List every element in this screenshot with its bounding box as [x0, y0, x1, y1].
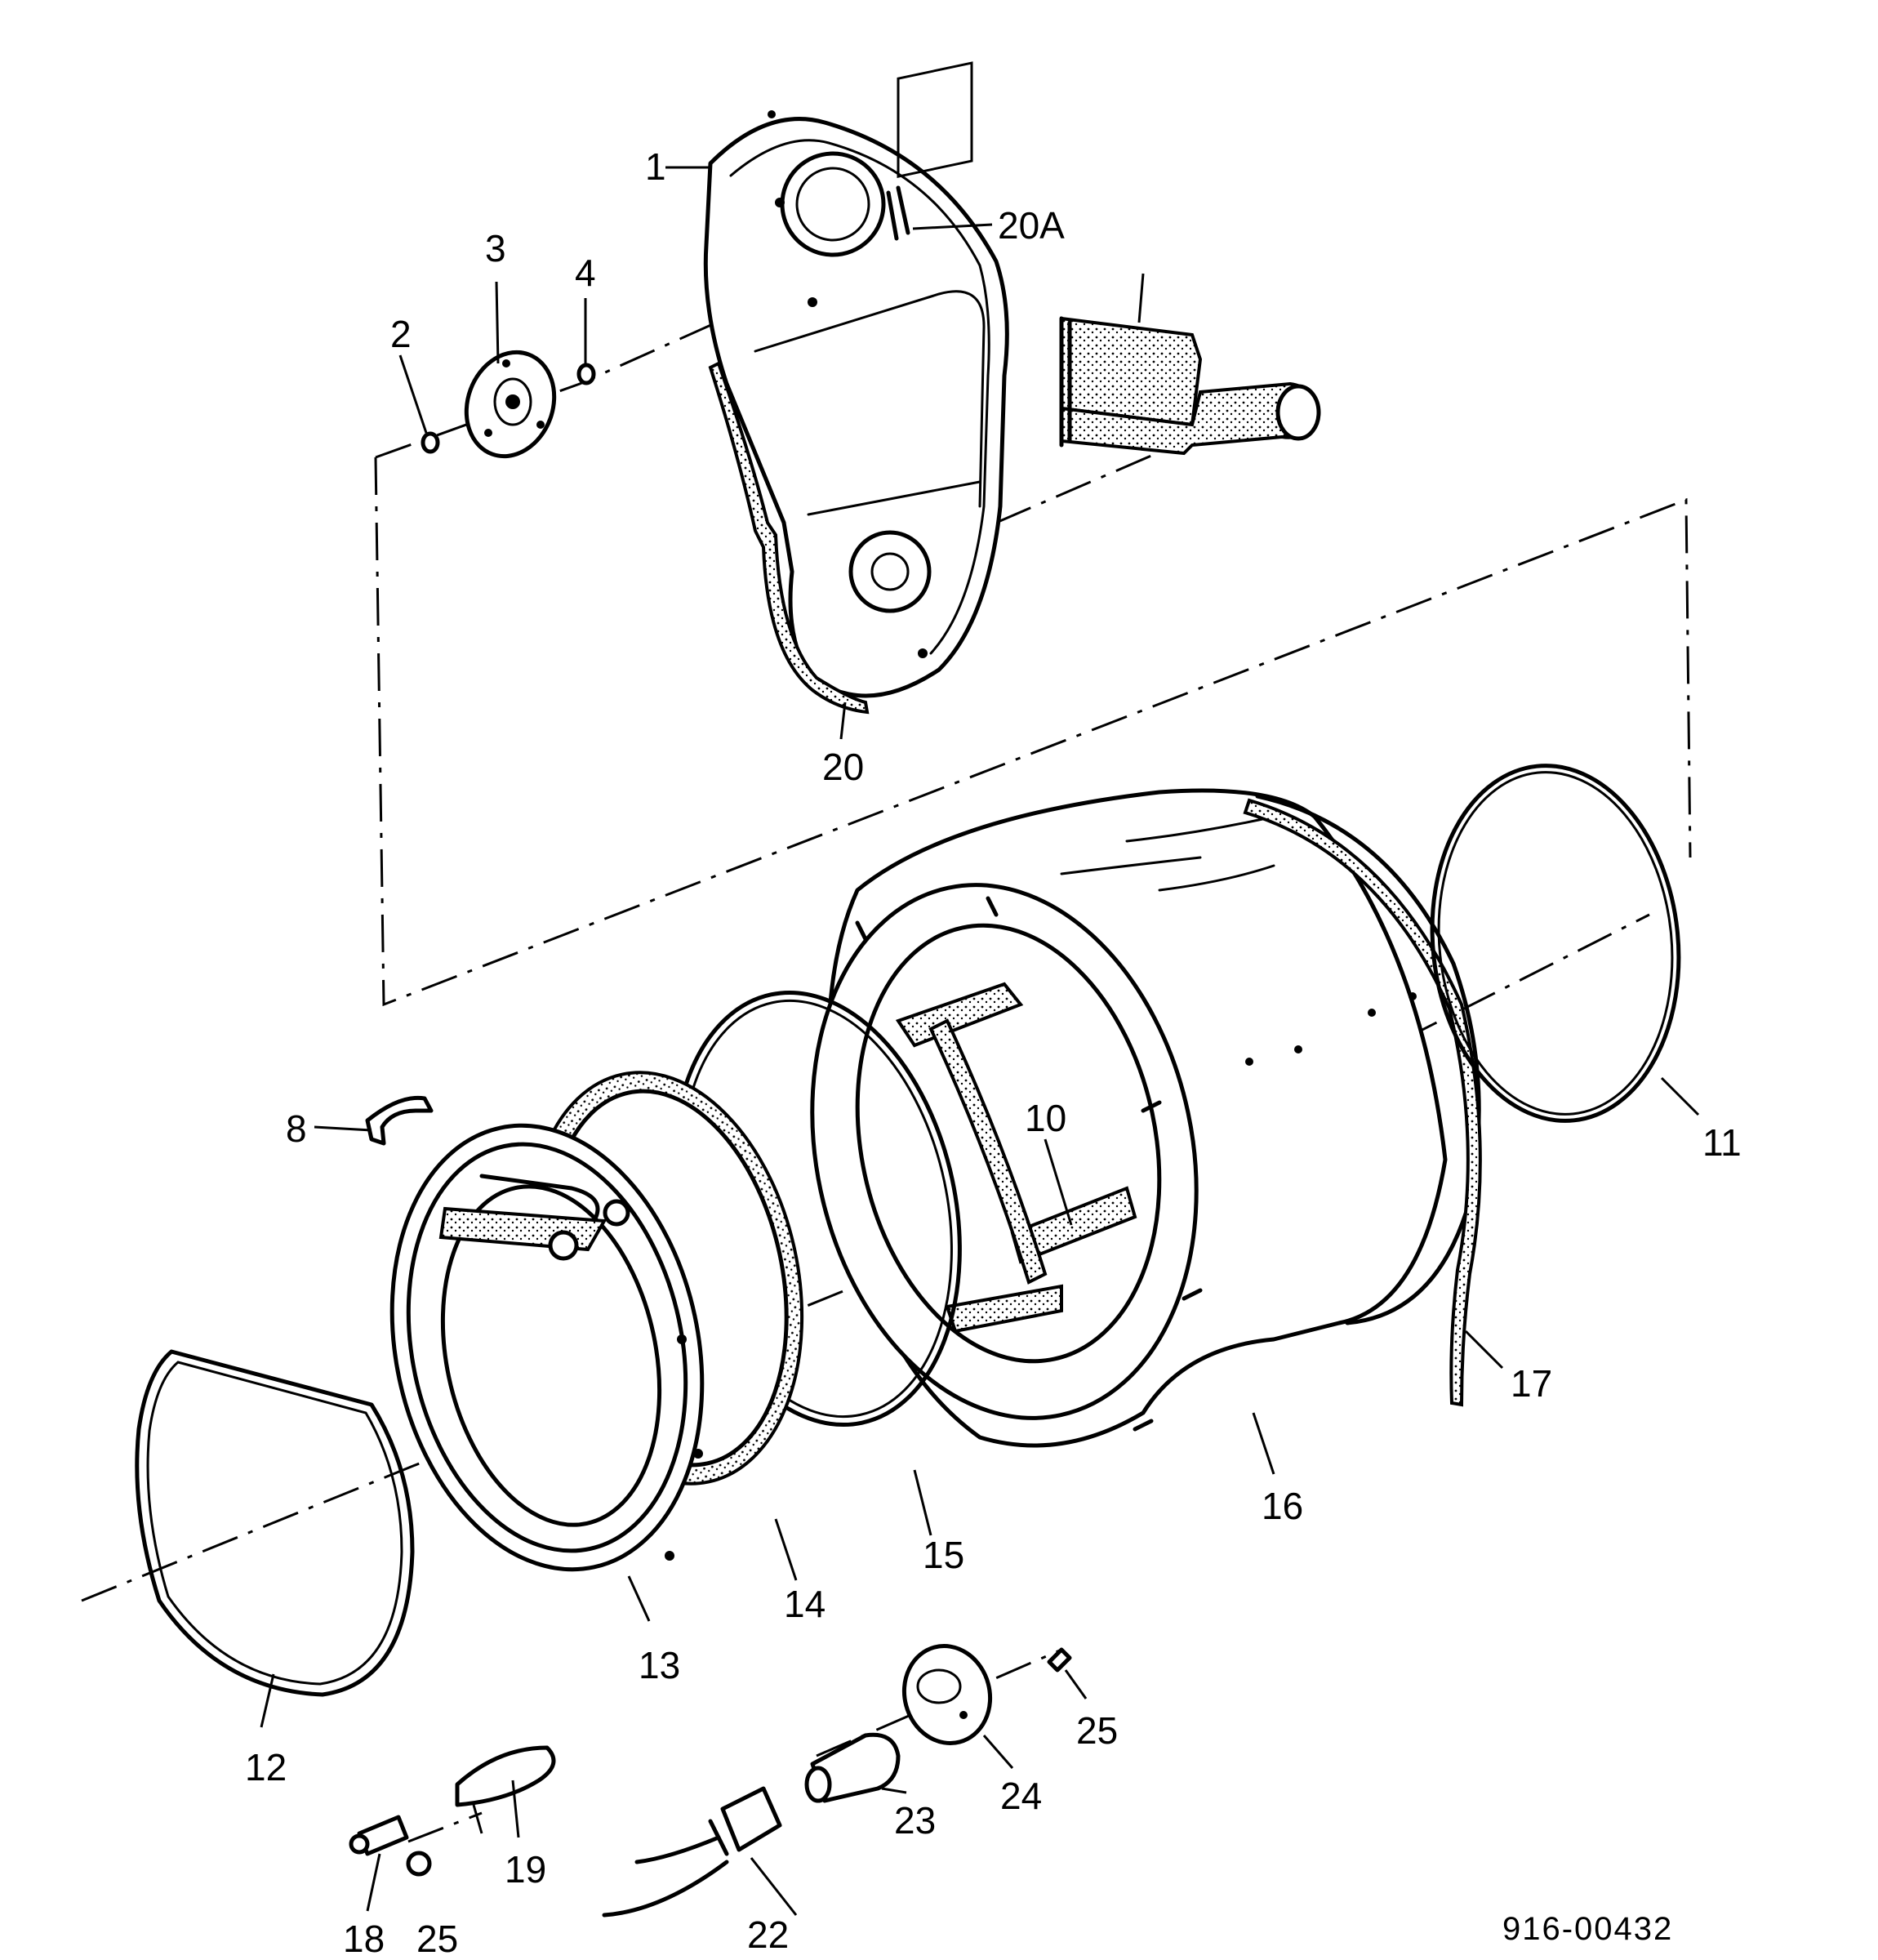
connector-22 — [602, 1786, 782, 1918]
label-part-10: 10 — [1025, 1097, 1066, 1139]
rear-bulkhead — [703, 61, 1009, 698]
part-labels: 1 20A 3 2 4 20 8 10 11 17 16 15 14 13 12… — [245, 145, 1742, 1960]
label-part-8: 8 — [286, 1107, 307, 1150]
label-part-17: 17 — [1511, 1362, 1552, 1405]
label-part-1: 1 — [645, 145, 666, 188]
label-part-4: 4 — [575, 252, 596, 294]
door-gasket — [135, 1349, 415, 1697]
retaining-ring-4 — [576, 363, 596, 385]
front-bulkhead — [389, 1123, 705, 1572]
label-part-3: 3 — [485, 227, 506, 270]
bulkhead-clip-20a — [886, 185, 910, 241]
label-part-16: 16 — [1262, 1485, 1303, 1527]
screw-25-right — [1047, 1647, 1072, 1673]
label-part-23: 23 — [894, 1799, 936, 1842]
label-part-11: 11 — [1702, 1121, 1742, 1164]
leader-lines — [260, 166, 1700, 1916]
label-part-19: 19 — [505, 1848, 546, 1891]
label-part-13: 13 — [639, 1644, 680, 1686]
lens-19 — [455, 1745, 556, 1807]
label-part-20a: 20A — [998, 204, 1065, 247]
lamp-socket-18 — [349, 1815, 409, 1856]
bulkhead-seal-strip — [708, 361, 870, 715]
label-part-18: 18 — [343, 1918, 385, 1960]
label-part-14: 14 — [784, 1583, 826, 1625]
drum-rear-seal — [1243, 798, 1482, 1407]
bracket — [365, 1095, 434, 1146]
bulb-23 — [804, 1732, 901, 1803]
duct-assembly — [1059, 316, 1321, 456]
label-part-24: 24 — [1000, 1775, 1042, 1817]
label-part-12: 12 — [245, 1746, 287, 1788]
label-part-22: 22 — [747, 1913, 789, 1956]
screw-25-left — [406, 1851, 432, 1877]
label-part-20: 20 — [822, 746, 864, 788]
rear-seal-ring — [1430, 764, 1681, 1123]
label-part-25-right: 25 — [1076, 1709, 1118, 1752]
bearing-plate — [464, 350, 557, 459]
drawing-number: 916-00432 — [1502, 1911, 1673, 1947]
lamp-cover-24 — [901, 1644, 993, 1745]
label-part-2: 2 — [390, 313, 412, 355]
retaining-ring-2 — [421, 431, 440, 454]
label-part-15: 15 — [923, 1534, 964, 1576]
label-part-25-left: 25 — [416, 1918, 458, 1960]
